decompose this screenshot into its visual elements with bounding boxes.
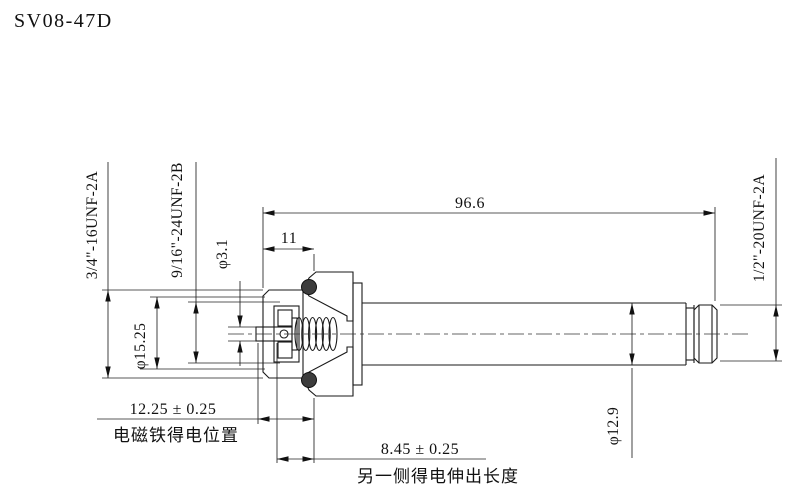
- label-tube-diameter: φ12.9: [605, 407, 622, 446]
- label-left-thread: 3/4"-16UNF-2A: [84, 170, 101, 279]
- pole-piece-upper: [277, 309, 293, 327]
- spring: [294, 316, 338, 352]
- label-pilot-thread: 9/16"-24UNF-2B: [169, 162, 186, 278]
- dim-other-side-extension: 8.45 ± 0.25: [381, 441, 459, 458]
- note-energized-position: 电磁铁得电位置: [113, 426, 239, 445]
- o-ring-top: [301, 279, 317, 295]
- valve-body-lower-section: [303, 346, 354, 397]
- dim-overall-length: 96.6: [455, 195, 485, 212]
- label-body-diameter: φ15.25: [132, 323, 149, 370]
- note-other-side-extension: 另一侧得电伸出长度: [357, 467, 519, 486]
- drawing-title: SV08-47D: [14, 10, 113, 32]
- label-right-thread: 1/2''-20UNF-2A: [751, 174, 768, 282]
- pole-piece-lower: [277, 341, 293, 359]
- dimension-arrows: [105, 210, 779, 462]
- dim-cap-length: 11: [281, 230, 297, 247]
- dim-energized-position: 12.25 ± 0.25: [130, 401, 217, 418]
- label-pin-diameter: φ3.1: [214, 239, 231, 269]
- o-ring-bottom: [301, 372, 317, 388]
- valve-body-upper-section: [303, 271, 354, 322]
